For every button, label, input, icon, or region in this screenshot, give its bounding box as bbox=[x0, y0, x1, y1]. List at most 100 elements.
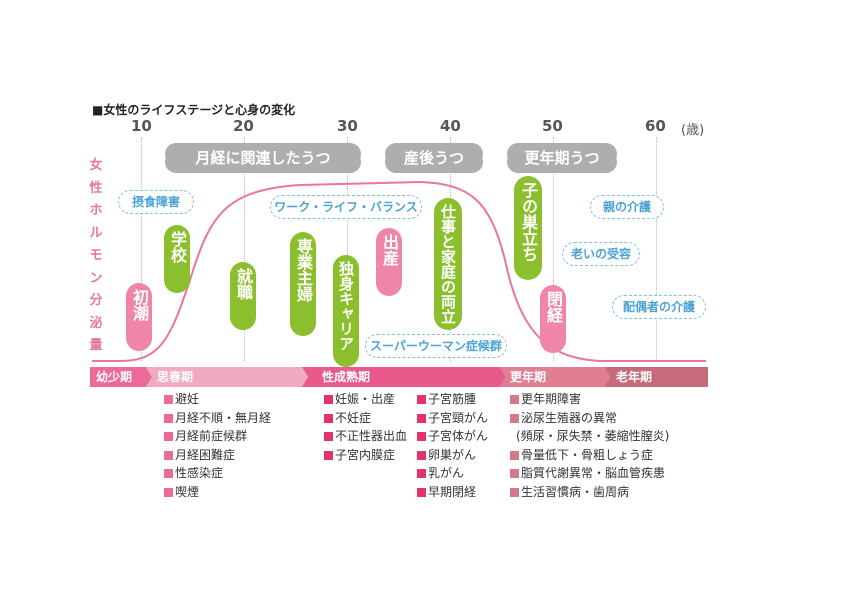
life-stage-band bbox=[90, 367, 708, 387]
cloud-postpartum-depression: 産後うつ bbox=[390, 146, 478, 170]
pill-single-career: 独身キャリア bbox=[333, 255, 359, 367]
pill-empty-nest: 子の巣立ち bbox=[514, 176, 542, 280]
hormone-char: 女 bbox=[89, 158, 103, 173]
pill-childbirth: 出産 bbox=[376, 228, 402, 296]
gridline-60 bbox=[656, 137, 657, 361]
stage-menopausal: 更年期 bbox=[510, 370, 547, 384]
list-item: 避妊 bbox=[164, 390, 271, 409]
hormone-char: 量 bbox=[89, 338, 103, 353]
stage-sexual-maturity: 性成熟期 bbox=[322, 370, 371, 384]
age-tick-30: 30 bbox=[337, 117, 358, 135]
list-item: 子宮内膜症 bbox=[324, 446, 407, 465]
list-puberty: 避妊 月経不順・無月経 月経前症候群 月経困難症 性感染症 喫煙 bbox=[164, 390, 271, 501]
bullet-icon bbox=[510, 395, 519, 404]
gridline-10 bbox=[141, 137, 142, 361]
bullet-icon bbox=[324, 450, 333, 460]
pill-menarche: 初潮 bbox=[126, 283, 152, 351]
hormone-char: 分 bbox=[89, 293, 103, 308]
list-item: (頻尿・尿失禁・萎縮性膣炎) bbox=[516, 429, 670, 443]
bullet-icon bbox=[417, 469, 426, 478]
bullet-icon bbox=[164, 450, 173, 460]
tag-spouse-care: 配偶者の介護 bbox=[612, 295, 706, 319]
hormone-char: ン bbox=[89, 270, 103, 286]
bullet-icon bbox=[164, 432, 173, 441]
pill-employment: 就職 bbox=[230, 262, 256, 330]
tag-work-life-balance: ワーク・ライフ・バランス bbox=[270, 195, 422, 219]
gridline-20 bbox=[244, 137, 245, 361]
age-tick-50: 50 bbox=[542, 117, 563, 135]
bullet-icon bbox=[510, 469, 519, 478]
bullet-icon bbox=[417, 395, 426, 404]
list-item: 月経困難症 bbox=[164, 446, 271, 465]
tag-superwoman: スーパーウーマン症候群 bbox=[365, 334, 507, 358]
list-item: 月経不順・無月経 bbox=[164, 409, 271, 428]
hormone-char: モ bbox=[89, 248, 103, 263]
bullet-icon bbox=[417, 432, 426, 441]
pill-menopause: 閉経 bbox=[540, 285, 566, 353]
list-item: 不正性器出血 bbox=[324, 427, 407, 446]
list-item: 更年期障害 bbox=[510, 390, 669, 409]
bullet-icon bbox=[510, 487, 519, 497]
tag-eating-disorder: 摂食障害 bbox=[118, 190, 194, 214]
bullet-icon bbox=[510, 413, 519, 423]
bullet-icon bbox=[324, 413, 333, 423]
pill-label: 初潮 bbox=[130, 289, 149, 321]
list-item: 不妊症 bbox=[324, 409, 407, 428]
list-item: 生活習慣病・歯周病 bbox=[510, 483, 669, 502]
pill-label: 仕事と家庭の両立 bbox=[439, 204, 457, 324]
hormone-char: 泌 bbox=[89, 315, 103, 331]
tag-aging-acceptance: 老いの受容 bbox=[562, 242, 640, 266]
stage-old-age: 老年期 bbox=[616, 370, 653, 384]
pill-label: 専業主婦 bbox=[294, 238, 313, 302]
pill-school: 学校 bbox=[164, 225, 190, 293]
hormone-char: ル bbox=[89, 225, 103, 241]
age-tick-40: 40 bbox=[440, 117, 461, 135]
list-item: 卵巣がん bbox=[417, 446, 488, 465]
age-unit: (歳) bbox=[681, 123, 705, 138]
age-tick-60: 60 bbox=[645, 117, 666, 135]
pill-housewife: 専業主婦 bbox=[290, 232, 316, 336]
list-item: 子宮体がん bbox=[417, 427, 488, 446]
hormone-char: 性 bbox=[89, 180, 103, 196]
bullet-icon bbox=[510, 450, 519, 460]
gridline-30 bbox=[347, 137, 348, 361]
age-tick-10: 10 bbox=[131, 117, 152, 135]
pill-label: 出産 bbox=[380, 234, 399, 266]
pill-label: 子の巣立ち bbox=[519, 182, 538, 262]
hormone-axis-label: 女 性 ホ ル モ ン 分 泌 量 bbox=[87, 155, 105, 358]
bullet-icon bbox=[164, 395, 173, 404]
bullet-icon bbox=[324, 395, 333, 404]
list-item: 早期閉経 bbox=[417, 483, 488, 502]
pill-work-family-balance: 仕事と家庭の両立 bbox=[434, 198, 462, 330]
bullet-icon bbox=[417, 413, 426, 423]
gridline-50 bbox=[553, 137, 554, 361]
list-item: 脂質代謝異常・脳血管疾患 bbox=[510, 464, 669, 483]
bullet-icon bbox=[417, 487, 426, 497]
list-item: 喫煙 bbox=[164, 483, 271, 502]
list-item: 月経前症候群 bbox=[164, 427, 271, 446]
hormone-char: ホ bbox=[89, 203, 103, 218]
pill-label: 就職 bbox=[234, 268, 253, 300]
list-item: 性感染症 bbox=[164, 464, 271, 483]
bullet-icon bbox=[324, 432, 333, 441]
page-title: ■女性のライフステージと心身の変化 bbox=[92, 103, 296, 117]
list-item: 子宮頸がん bbox=[417, 409, 488, 428]
list-item: 骨量低下・骨粗しょう症 bbox=[510, 446, 669, 465]
list-item: 泌尿生殖器の異常 bbox=[510, 409, 669, 428]
bullet-icon bbox=[164, 413, 173, 423]
list-item: 妊娠・出産 bbox=[324, 390, 407, 409]
pill-label: 閉経 bbox=[544, 291, 563, 323]
bullet-icon bbox=[417, 450, 426, 460]
stage-puberty: 思春期 bbox=[157, 370, 194, 384]
tag-parent-care: 親の介護 bbox=[590, 195, 664, 219]
list-menopausal: 更年期障害 泌尿生殖器の異常 (頻尿・尿失禁・萎縮性膣炎) 骨量低下・骨粗しょう… bbox=[510, 390, 669, 501]
list-maturity-1: 妊娠・出産 不妊症 不正性器出血 子宮内膜症 bbox=[324, 390, 407, 464]
bullet-icon bbox=[164, 487, 173, 497]
list-item: 子宮筋腫 bbox=[417, 390, 488, 409]
stage-childhood: 幼少期 bbox=[96, 370, 133, 384]
pill-label: 独身キャリア bbox=[337, 261, 355, 351]
list-maturity-2: 子宮筋腫 子宮頸がん 子宮体がん 卵巣がん 乳がん 早期閉経 bbox=[417, 390, 488, 501]
cloud-menstrual-depression: 月経に関連したうつ bbox=[170, 146, 356, 170]
pill-label: 学校 bbox=[168, 231, 187, 263]
